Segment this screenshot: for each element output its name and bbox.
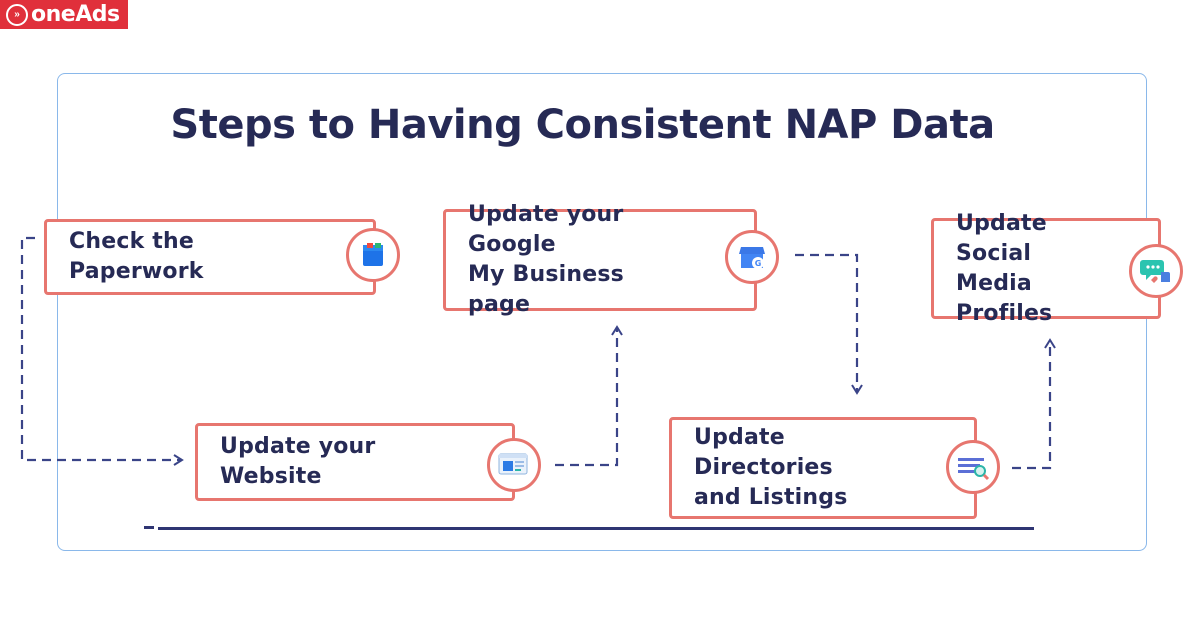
paperwork-icon bbox=[346, 228, 400, 282]
brand-logo[interactable]: » oneAds bbox=[0, 0, 128, 29]
step-update-directories: Update Directories and Listings bbox=[669, 417, 977, 519]
step-update-social-media: Update Social Media Profiles bbox=[931, 211, 1161, 326]
step-label: Update Social Media Profiles bbox=[956, 210, 1053, 326]
baseline-left-tick bbox=[144, 526, 154, 529]
step-label: Update your Website bbox=[220, 434, 376, 489]
step-label: Update your Google My Business page bbox=[468, 202, 624, 317]
baseline-rule bbox=[158, 527, 1034, 530]
step-label: Check the Paperwork bbox=[69, 229, 204, 284]
step-check-paperwork: Check the Paperwork bbox=[44, 219, 376, 295]
directory-search-icon bbox=[946, 440, 1000, 494]
connector-1-to-2 bbox=[20, 236, 184, 466]
connector-3-to-4 bbox=[795, 253, 863, 395]
svg-text:G: G bbox=[755, 259, 762, 268]
connector-4-to-5 bbox=[1012, 338, 1056, 470]
step-label: Update Directories and Listings bbox=[694, 425, 848, 510]
website-icon bbox=[487, 438, 541, 492]
logo-play-icon: » bbox=[6, 3, 28, 26]
step-update-website: Update your Website bbox=[195, 423, 515, 501]
connector-2-to-3 bbox=[555, 325, 623, 467]
brand-name: oneAds bbox=[31, 2, 120, 27]
step-update-google-my-business: Update your Google My Business page bbox=[443, 202, 757, 317]
diagram-title: Steps to Having Consistent NAP Data bbox=[170, 102, 995, 148]
social-media-icon bbox=[1129, 244, 1183, 298]
google-my-business-icon: G bbox=[725, 230, 779, 284]
